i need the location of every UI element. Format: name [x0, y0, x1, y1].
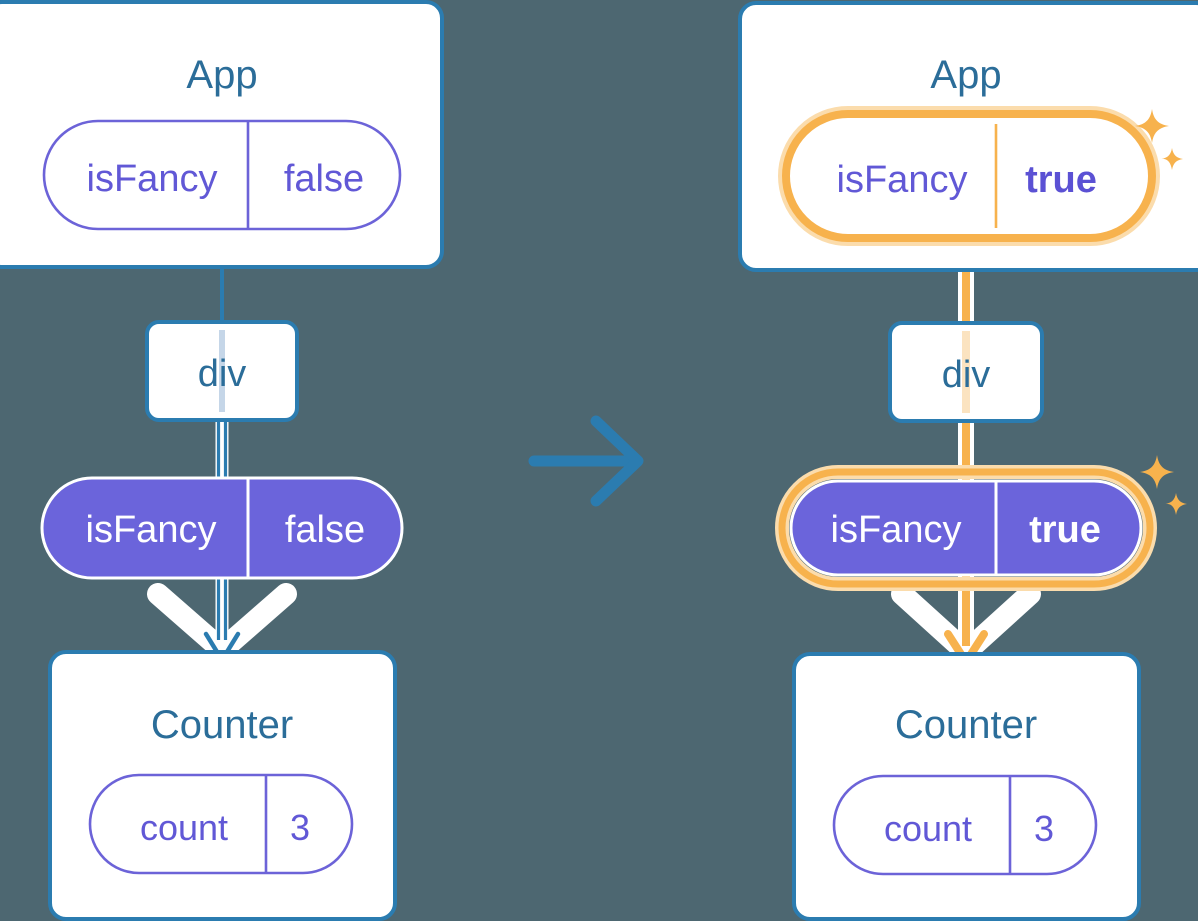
app-pill-key: isFancy	[837, 159, 968, 201]
props-pill-value: true	[1029, 509, 1101, 551]
app-box-label: App	[186, 53, 257, 97]
app-pill-value: false	[284, 158, 364, 200]
props-pill-key: isFancy	[831, 509, 962, 551]
app-box-label: App	[930, 53, 1001, 97]
counter-pill-value: 3	[1034, 808, 1054, 849]
sparkle-small-icon	[1165, 493, 1187, 515]
app-pill-highlight-ring	[782, 110, 1156, 242]
after-state-panel: App isFancy true div isFancy	[738, 1, 1198, 921]
counter-pill-key: count	[140, 807, 228, 848]
counter-pill-key: count	[884, 808, 972, 849]
props-pill	[789, 479, 1143, 577]
counter-pill	[832, 774, 1098, 876]
props-pill-key: isFancy	[86, 509, 217, 551]
counter-pill	[88, 773, 354, 875]
div-box-label: div	[942, 354, 991, 396]
app-pill-key: isFancy	[87, 158, 218, 200]
props-pill	[40, 476, 404, 580]
sparkle-large-icon	[1140, 455, 1174, 489]
props-pill-highlight-ring	[778, 468, 1154, 588]
div-box-label: div	[198, 353, 247, 395]
app-pill	[42, 119, 402, 231]
before-state-panel: App isFancy false div isFancy false Coun…	[0, 0, 444, 921]
app-pill-value: true	[1025, 159, 1097, 201]
right-arrow-icon	[528, 415, 644, 507]
counter-pill-value: 3	[290, 807, 310, 848]
counter-box-label: Counter	[895, 703, 1037, 747]
props-pill-value: false	[285, 509, 365, 551]
counter-box-label: Counter	[151, 703, 293, 747]
